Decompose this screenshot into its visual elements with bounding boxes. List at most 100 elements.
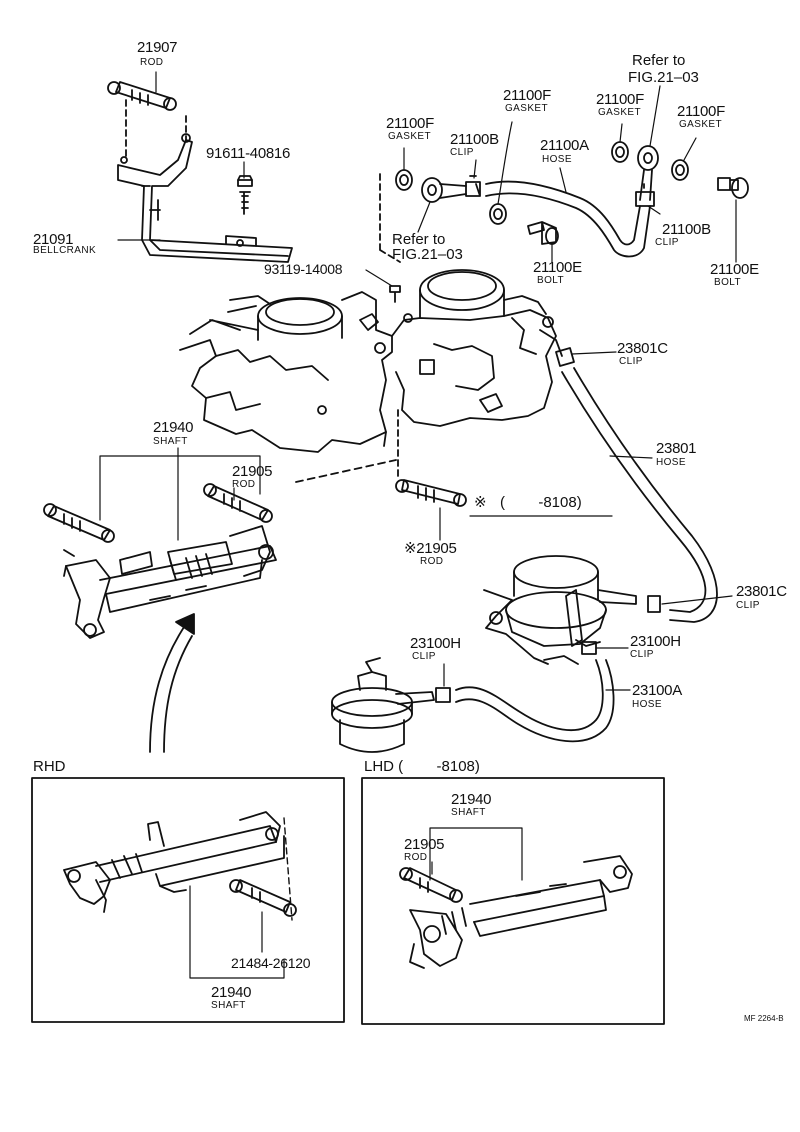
label-gasket-mid-number: 21100F bbox=[503, 87, 551, 104]
label-21940-main-number: 21940 bbox=[153, 419, 194, 436]
label-21905-star-number: ※21905 bbox=[404, 540, 457, 557]
gasket-21100f-mid-drawing bbox=[489, 203, 507, 225]
label-bolt-right-name: BOLT bbox=[714, 277, 741, 288]
rhd-inset-frame bbox=[31, 777, 345, 1023]
leader-rhd-shaft bbox=[189, 885, 285, 979]
arrowhead-rhd bbox=[175, 613, 195, 635]
hose-23100a-drawing bbox=[455, 659, 615, 743]
hose-23801-drawing bbox=[561, 367, 718, 623]
screw-93119-drawing bbox=[389, 285, 401, 303]
leader-clip-23801c-bottom bbox=[661, 595, 733, 605]
leader-hose-23801 bbox=[609, 455, 653, 459]
rhd-rod-21484-drawing bbox=[229, 879, 297, 917]
label-21940-main-name: SHAFT bbox=[153, 436, 188, 447]
leader-gasket-mid bbox=[497, 121, 513, 205]
label-hose-21100a-name: HOSE bbox=[542, 154, 572, 165]
label-93119: 93119-14008 bbox=[264, 261, 343, 277]
shaft-21940-main-drawing bbox=[63, 525, 277, 639]
clip-23100h-right-drawing bbox=[581, 641, 597, 655]
lhd-rod-21905-drawing bbox=[399, 867, 463, 903]
label-hose-23100a-number: 23100A bbox=[632, 682, 682, 699]
union-right-drawing bbox=[637, 145, 659, 201]
label-clip-top-number: 21100B bbox=[450, 131, 499, 148]
label-21905-main-name: ROD bbox=[232, 479, 256, 490]
label-21907-number: 21907 bbox=[137, 39, 178, 56]
label-21940-rhd-name: SHAFT bbox=[211, 1000, 246, 1011]
label-refer-left-line2: FIG.21–03 bbox=[392, 246, 463, 263]
gasket-21100f-left-drawing bbox=[395, 169, 413, 191]
label-91611: 91611-40816 bbox=[206, 145, 291, 162]
rod-21905-left-drawing bbox=[43, 503, 115, 543]
bolt-21100e-mid-drawing bbox=[527, 221, 559, 245]
hose-21100a-drawing bbox=[485, 180, 651, 258]
label-refer-left-line1: Refer to bbox=[392, 231, 446, 248]
label-21905-lhd-name: ROD bbox=[404, 852, 428, 863]
label-hose-21100a-number: 21100A bbox=[540, 137, 589, 154]
label-gasket-left-name: GASKET bbox=[388, 131, 431, 142]
label-clip-23801c-bottom-number: 23801C bbox=[736, 583, 787, 600]
label-21484: 21484-26120 bbox=[231, 955, 311, 971]
label-clip-23100h-right-number: 23100H bbox=[630, 633, 681, 650]
bolt-21100e-right-drawing bbox=[717, 177, 749, 199]
rod-21905-right-drawing bbox=[203, 483, 273, 523]
label-clip-right-number: 21100B bbox=[662, 221, 711, 238]
label-21091-name: BELLCRANK bbox=[33, 245, 97, 256]
label-clip-23801c-bottom-name: CLIP bbox=[736, 600, 760, 611]
leader-clip-top bbox=[473, 159, 477, 179]
leader-lhd-shaft bbox=[429, 827, 523, 881]
label-clip-23801c-top-number: 23801C bbox=[617, 340, 668, 357]
arrow-to-rhd-2 bbox=[163, 635, 193, 753]
rhd-inset-title: RHD bbox=[33, 758, 66, 775]
leader-clip-23801c-top bbox=[571, 351, 617, 355]
lhd-inset-title: LHD ( -8108) bbox=[364, 758, 480, 775]
rod-21907-drawing bbox=[107, 81, 177, 111]
leader-93119 bbox=[365, 269, 393, 287]
label-refer-top-line1: Refer to bbox=[632, 52, 686, 69]
label-21907-name: ROD bbox=[140, 57, 164, 68]
label-gasket-r2-name: GASKET bbox=[679, 119, 722, 130]
leader-hose-21100a bbox=[559, 167, 567, 193]
lhd-inset-frame bbox=[361, 777, 665, 1025]
label-clip-23100h-right-name: CLIP bbox=[630, 649, 654, 660]
carburetor-drawing bbox=[179, 269, 563, 453]
rhd-dash-right bbox=[283, 817, 293, 921]
fuel-pump-drawing bbox=[483, 555, 637, 665]
rhd-shaft-drawing bbox=[63, 811, 285, 913]
label-gasket-r1-name: GASKET bbox=[598, 107, 641, 118]
label-21940-lhd-number: 21940 bbox=[451, 791, 492, 808]
label-refer-top-line2: FIG.21–03 bbox=[628, 69, 699, 86]
rod-21905-star-drawing bbox=[395, 479, 467, 507]
union-left-drawing bbox=[421, 177, 467, 203]
label-clip-23100h-left-name: CLIP bbox=[412, 651, 436, 662]
clip-21100b-right-drawing bbox=[635, 183, 655, 207]
label-21091-number: 21091 bbox=[33, 231, 74, 248]
clip-21100b-top-drawing bbox=[465, 175, 481, 197]
label-star-note-range: ( -8108) bbox=[500, 494, 582, 511]
label-clip-right-name: CLIP bbox=[655, 237, 679, 248]
label-bolt-mid-number: 21100E bbox=[533, 259, 582, 276]
label-gasket-left-number: 21100F bbox=[386, 115, 434, 132]
label-clip-top-name: CLIP bbox=[450, 147, 474, 158]
leader-gasket-r1 bbox=[619, 123, 623, 143]
label-21905-lhd-number: 21905 bbox=[404, 836, 445, 853]
label-21905-star-name: ROD bbox=[420, 556, 444, 567]
bellcrank-21091-drawing bbox=[117, 133, 293, 263]
label-21940-lhd-name: SHAFT bbox=[451, 807, 486, 818]
clip-23801c-top-drawing bbox=[555, 347, 575, 367]
gasket-21100f-right1-drawing bbox=[611, 141, 629, 163]
label-hose-23801-name: HOSE bbox=[656, 457, 686, 468]
clip-23801c-bottom-drawing bbox=[647, 595, 661, 613]
label-clip-23801c-top-name: CLIP bbox=[619, 356, 643, 367]
leader-gasket-r2 bbox=[683, 137, 697, 161]
dash-carb-left bbox=[379, 173, 401, 263]
label-bolt-mid-name: BOLT bbox=[537, 275, 564, 286]
label-bolt-right-number: 21100E bbox=[710, 261, 759, 278]
label-hose-23100a-name: HOSE bbox=[632, 699, 662, 710]
label-21940-rhd-number: 21940 bbox=[211, 984, 252, 1001]
gasket-21100f-right2-drawing bbox=[671, 159, 689, 181]
label-gasket-r2-number: 21100F bbox=[677, 103, 725, 120]
leader-clip-right bbox=[647, 205, 661, 215]
footer-code: MF 2264-B bbox=[744, 1014, 784, 1023]
fuel-filter-drawing bbox=[331, 657, 435, 753]
